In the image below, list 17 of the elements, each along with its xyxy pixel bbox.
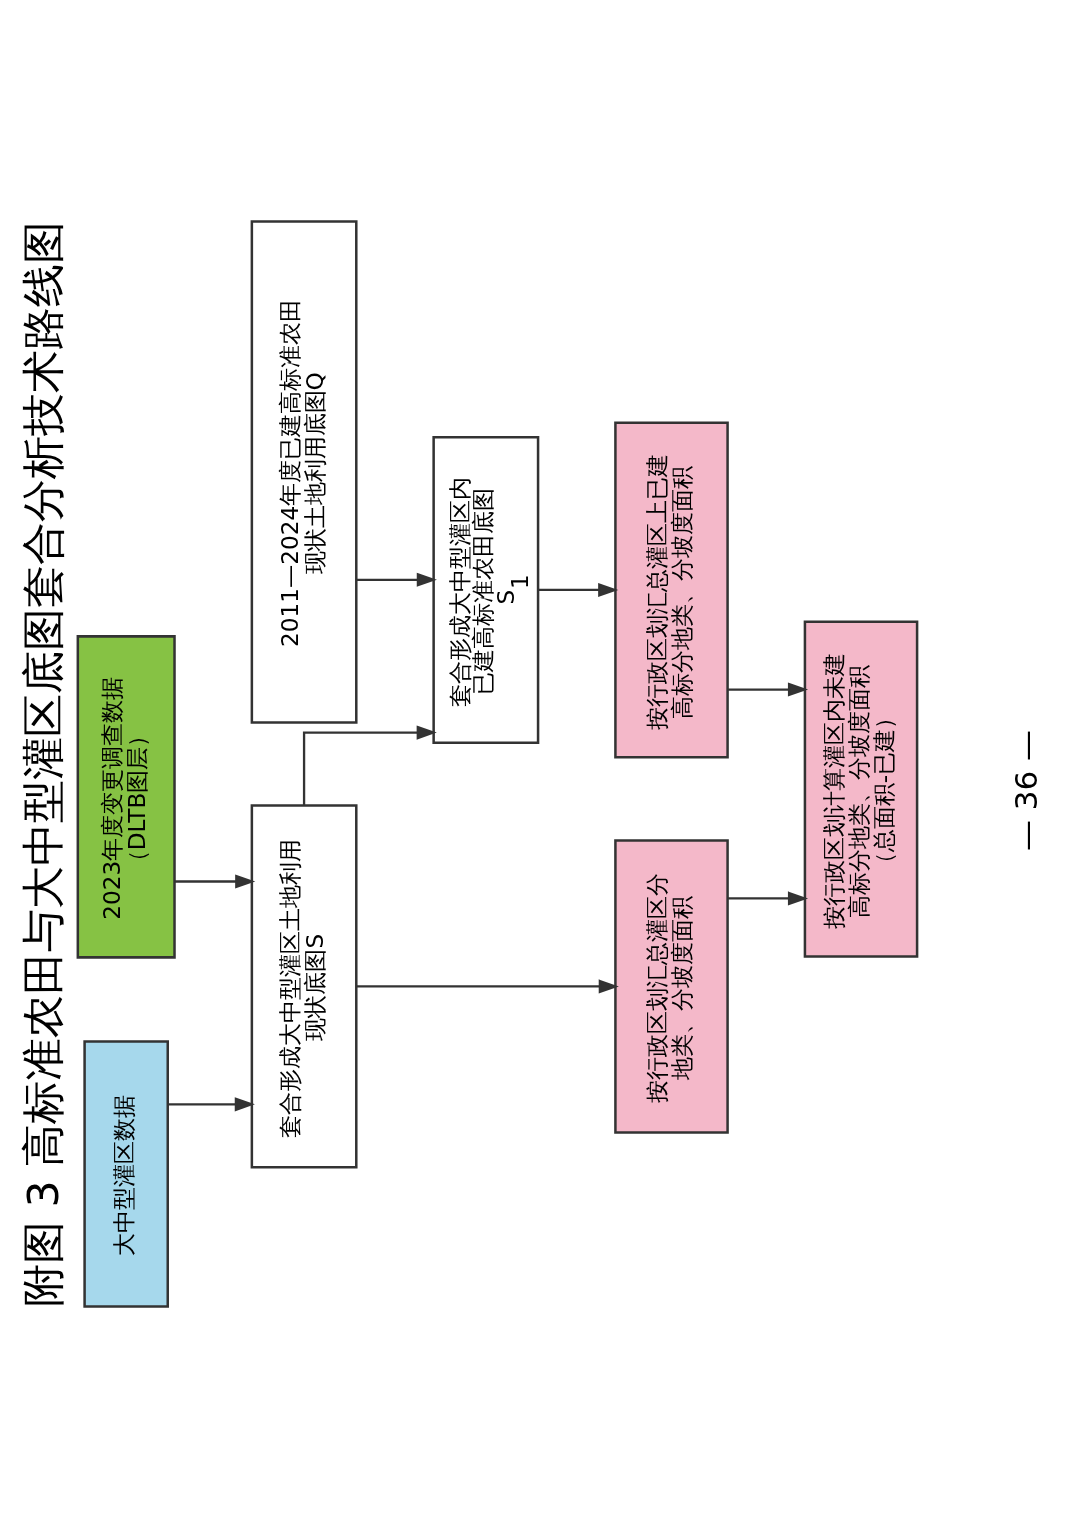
node-box: 套合形成大中型灌区土地利用现状底图S [250,803,358,1168]
arrow [356,572,437,587]
arrow [302,725,437,805]
node-box: 按行政区划计算灌区内未建高标分地类、分坡度面积（总面积-已建） [803,620,919,958]
diagram-title: 附图 3 高标准农田与大中型灌区底图套合分析技术路线图 [18,220,68,1307]
node-box: 按行政区划汇总灌区分地类、分坡度面积 [614,838,729,1134]
arrow [168,1096,255,1111]
node-box: 2011—2024年度已建高标准农田现状土地利用底图Q [250,219,358,724]
arrow [174,873,256,889]
node-box: 2023年度变更调查数据（DLTB图层） [76,634,176,959]
arrow [727,890,809,905]
arrow [356,978,619,993]
node-box: 大中型灌区数据 [83,1039,169,1308]
label: — 36 — [1007,729,1044,851]
node-box: 按行政区划汇总灌区上已建高标分地类、分坡度面积 [614,420,729,758]
arrow [727,682,809,697]
arrow [538,582,619,597]
